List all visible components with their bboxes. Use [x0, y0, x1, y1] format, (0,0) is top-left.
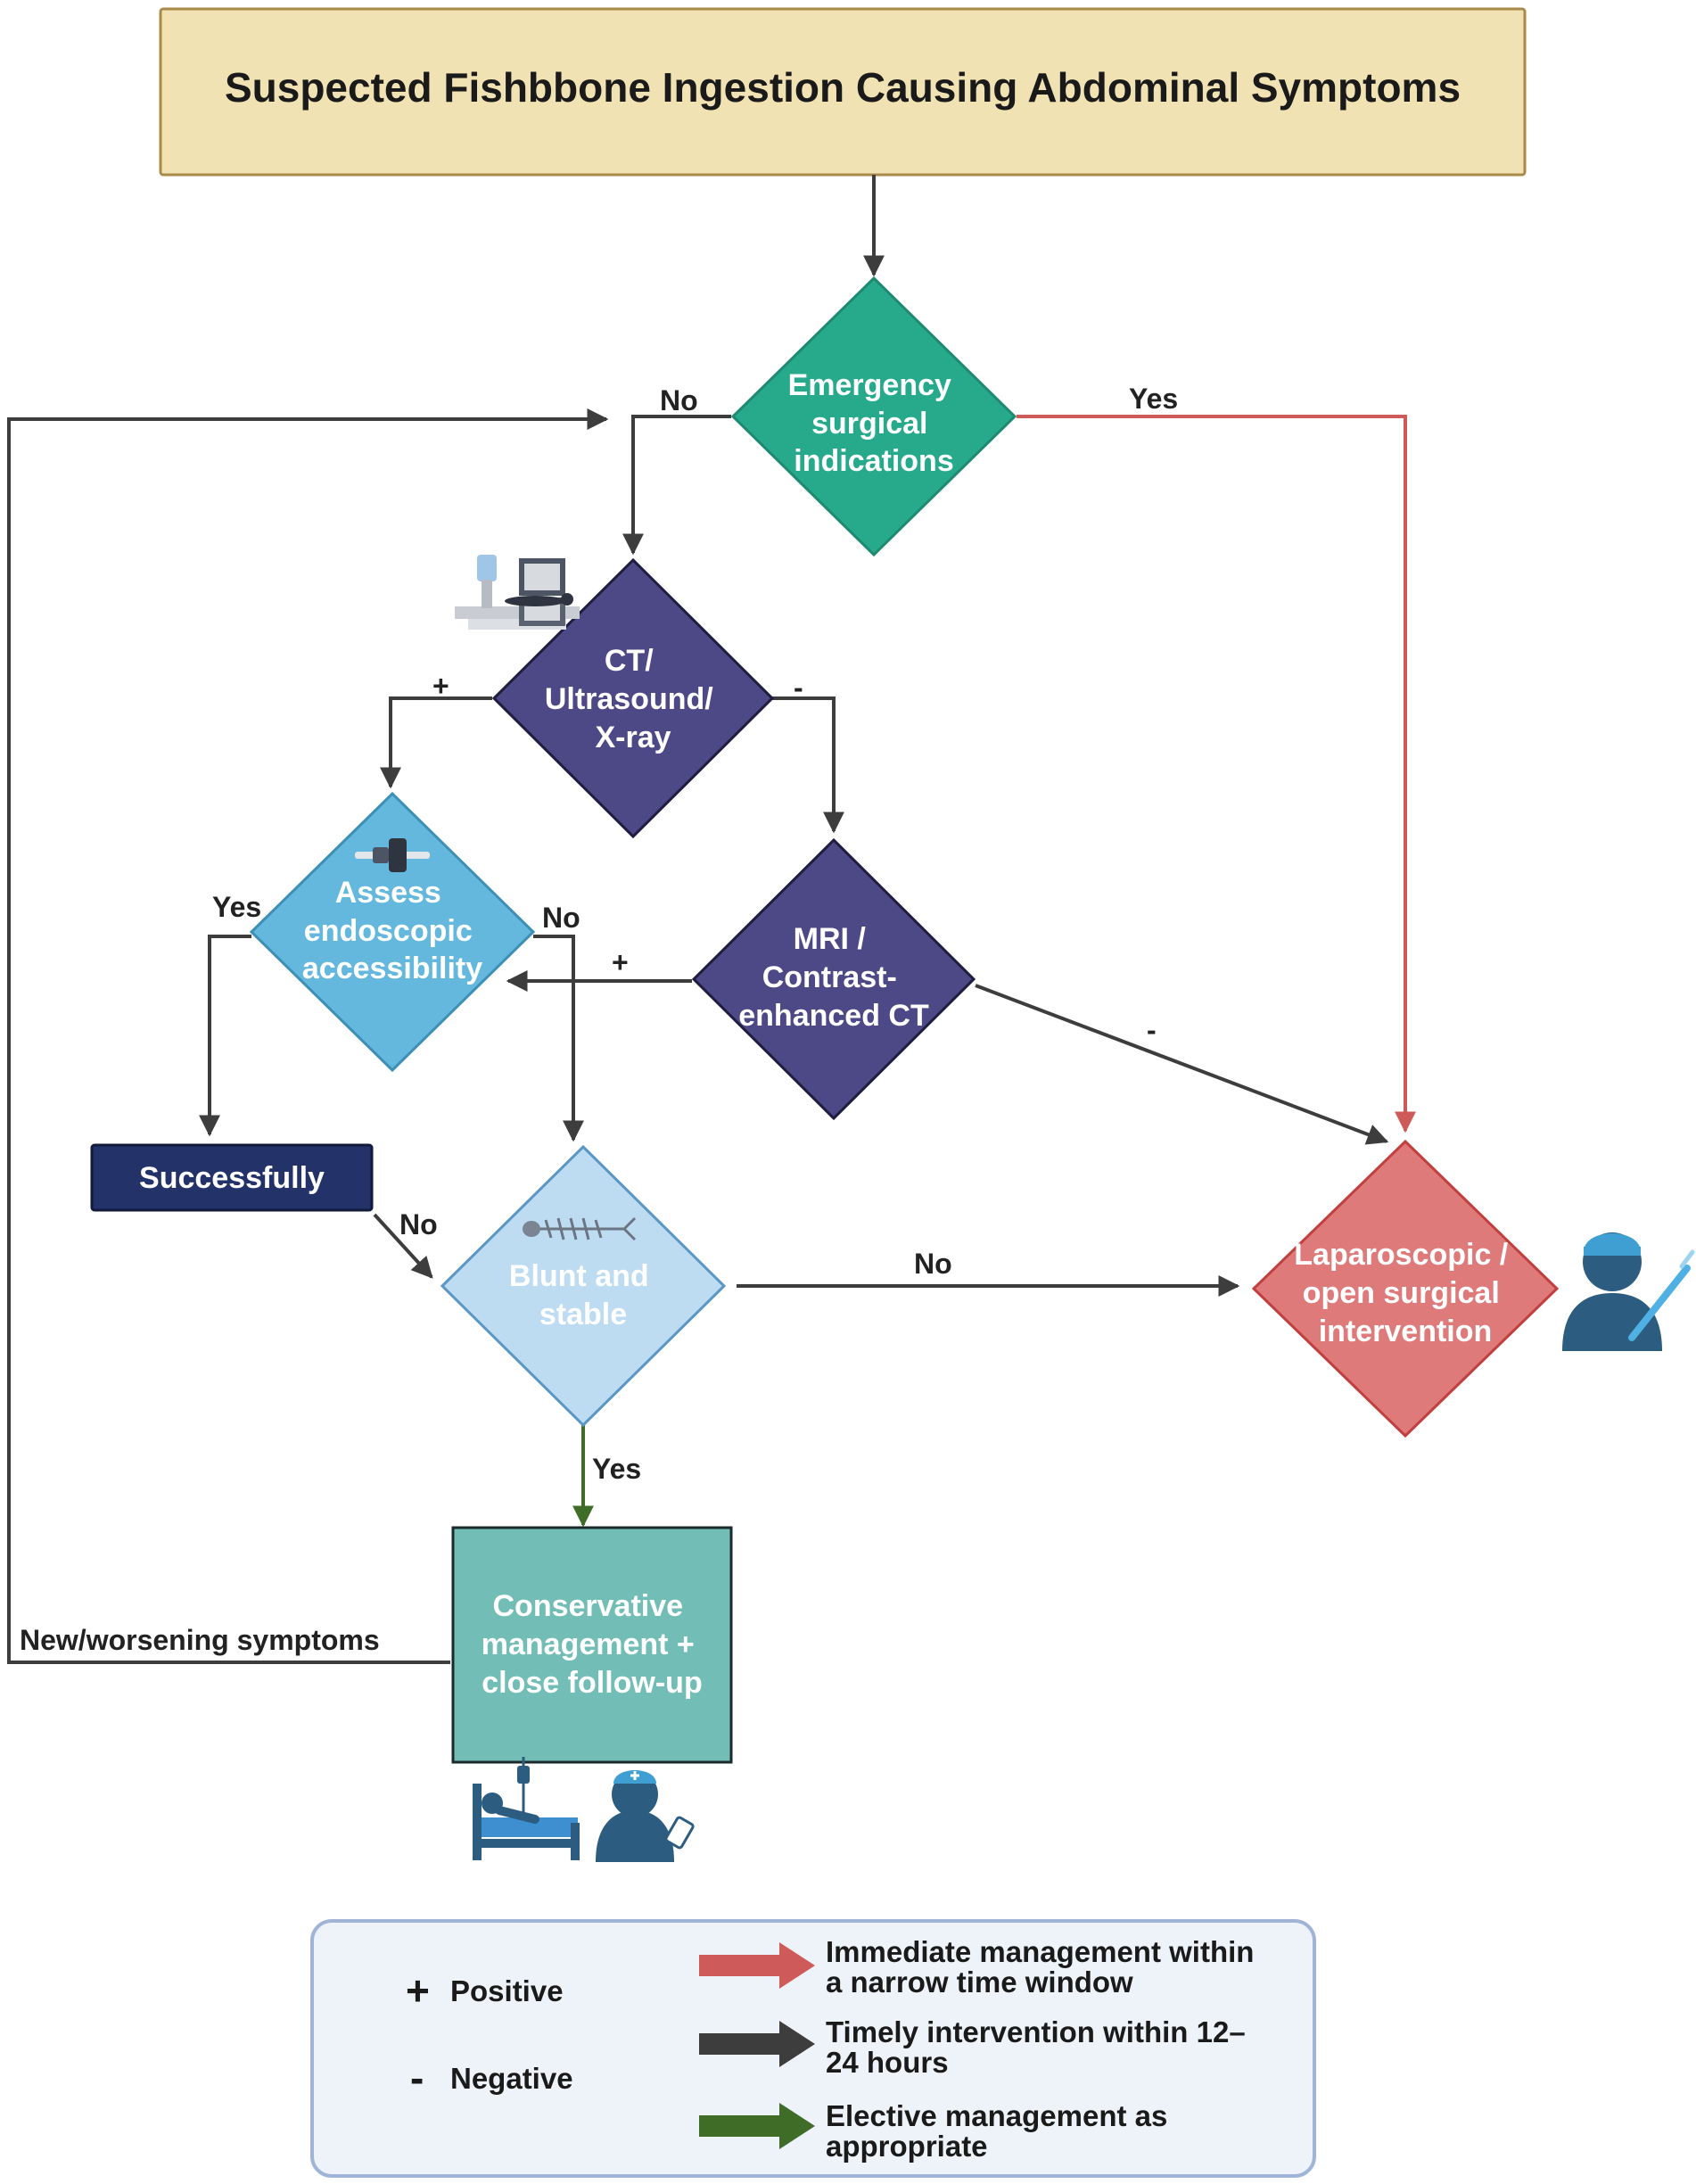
node-mri-contrast-ct	[691, 837, 976, 1121]
legend-red-line-2: a narrow time window	[826, 1966, 1133, 1999]
legend-positive-label: Positive	[450, 1974, 564, 2007]
label-endoscopic-no: No	[542, 902, 580, 934]
legend-green-line-2: appropriate	[826, 2130, 988, 2163]
ct-scanner-icon	[455, 555, 580, 630]
successfully-label: Successfully	[139, 1161, 325, 1195]
laparoscopic-line-1: Laparoscopic /	[1294, 1238, 1509, 1272]
endoscopic-line-3: accessibility	[302, 952, 482, 985]
patient-bed-icon	[473, 1757, 580, 1860]
conservative-line-1: Conservative	[493, 1589, 684, 1623]
legend-red-arrow	[699, 1942, 815, 1989]
edge-successfully-no	[373, 1213, 433, 1279]
label-successfully-no: No	[399, 1208, 438, 1240]
edge-loop-worsening	[7, 408, 609, 1664]
edge-endoscopic-no	[533, 935, 584, 1142]
node-emergency-surgical-indications	[730, 276, 1017, 557]
conservative-line-3: close follow-up	[482, 1666, 702, 1700]
label-loop-worsening: New/worsening symptoms	[20, 1624, 380, 1656]
edge-emergency-yes	[1017, 415, 1416, 1133]
endoscopic-line-2: endoscopic	[304, 914, 473, 948]
blunt-line-1: Blunt and	[509, 1259, 649, 1293]
label-endoscopic-yes: Yes	[212, 891, 261, 923]
edge-emergency-no	[622, 415, 731, 556]
title-box	[159, 7, 1527, 177]
legend-negative-symbol: -	[410, 2055, 424, 2101]
svg-text:Immediate management within: Immediate management within a narrow tim…	[826, 1935, 1263, 1999]
page-title: Suspected Fishbbone Ingestion Causing Ab…	[225, 64, 1461, 111]
edge-endoscopic-yes	[199, 935, 251, 1137]
legend-dark-line-2: 24 hours	[826, 2046, 949, 2079]
node-laparoscopic-intervention	[1251, 1139, 1560, 1438]
edge-imaging-negative	[772, 696, 844, 834]
svg-text:Timely intervention within 12–: Timely intervention within 12– 24 hours	[826, 2015, 1254, 2079]
svg-text:Blunt and stable: Blunt and stable	[509, 1259, 657, 1331]
laparoscopic-line-2: open surgical	[1303, 1276, 1500, 1310]
legend-box	[310, 1919, 1316, 2178]
endoscope-icon	[355, 838, 430, 872]
label-blunt-yes: Yes	[592, 1453, 641, 1485]
legend-red-line-1: Immediate management within	[826, 1935, 1254, 1968]
imaging-line-1: CT/	[605, 644, 654, 678]
label-mri-negative: -	[1147, 1014, 1157, 1046]
svg-text:MRI / Contrast- enhanc: MRI / Contrast- enhanced CT	[738, 922, 929, 1033]
legend-negative-label: Negative	[450, 2062, 573, 2095]
emergency-line-2: surgical	[811, 407, 927, 441]
svg-text:CT/ Ultrasound/ X-ray: CT/ Ultrasound/ X-ray	[545, 644, 721, 754]
label-blunt-no: No	[914, 1248, 952, 1280]
node-successfully	[90, 1143, 374, 1212]
label-emergency-no: No	[660, 384, 698, 416]
mri-line-3: enhanced CT	[738, 999, 929, 1033]
imaging-line-2: Ultrasound/	[545, 682, 713, 716]
label-emergency-yes: Yes	[1129, 383, 1178, 415]
legend-green-line-1: Elective management as	[826, 2099, 1167, 2132]
label-imaging-positive: +	[432, 670, 449, 702]
edge-imaging-positive	[380, 696, 492, 789]
node-assess-endoscopic	[249, 791, 536, 1073]
emergency-line-1: Emergency	[788, 368, 951, 402]
legend-dark-arrow	[699, 2021, 815, 2067]
imaging-line-3: X-ray	[595, 721, 671, 754]
node-conservative-management	[451, 1526, 733, 1764]
blunt-line-2: stable	[539, 1298, 627, 1331]
legend-positive-symbol: +	[406, 1967, 430, 2014]
fishbone-icon	[523, 1216, 637, 1241]
legend-green-arrow	[699, 2103, 815, 2149]
connectors	[7, 175, 1416, 1664]
laparoscopic-line-3: intervention	[1319, 1315, 1493, 1348]
svg-text:Elective management as app: Elective management as appropriate	[826, 2099, 1176, 2163]
svg-text:Assess endoscopic acce: Assess endoscopic accessibility	[302, 876, 482, 985]
emergency-line-3: indications	[794, 444, 953, 478]
legend-dark-line-1: Timely intervention within 12–	[826, 2015, 1246, 2048]
node-blunt-stable	[440, 1144, 727, 1428]
label-mri-positive: +	[612, 946, 629, 978]
svg-text:Emergency surgical ind: Emergency surgical indications	[788, 368, 960, 478]
conservative-line-2: management +	[482, 1628, 695, 1661]
nurse-icon	[596, 1770, 695, 1862]
svg-text:Laparoscopic / open surgic: Laparoscopic / open surgical interventio…	[1294, 1238, 1516, 1348]
edge-mri-negative	[975, 984, 1389, 1145]
mri-line-2: Contrast-	[762, 960, 897, 994]
mri-line-1: MRI /	[794, 922, 867, 956]
endoscopic-line-1: Assess	[335, 876, 441, 910]
surgeon-icon	[1562, 1232, 1695, 1351]
svg-text:Conservative management +: Conservative management + close follow-u…	[482, 1589, 703, 1700]
label-imaging-negative: -	[794, 672, 803, 704]
